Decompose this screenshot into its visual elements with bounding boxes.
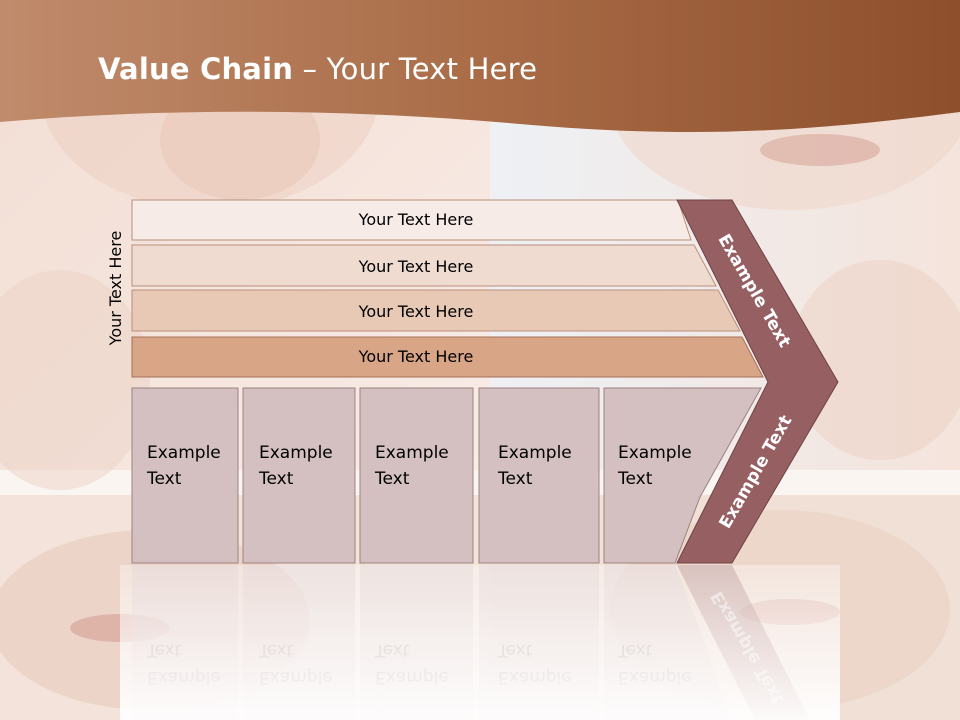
chevron: Example Text Example Text bbox=[676, 199, 839, 564]
box-4-shape bbox=[478, 387, 600, 564]
box-3-shape bbox=[359, 387, 474, 564]
box-4: Example Text bbox=[478, 387, 600, 564]
row-4-label: Your Text Here bbox=[358, 347, 474, 366]
svg-text:Text: Text bbox=[617, 469, 653, 489]
box-5: Example Text bbox=[603, 387, 762, 564]
box-5-line1: Example bbox=[618, 443, 692, 463]
box-3-line2: Text bbox=[374, 469, 410, 489]
box-2-shape bbox=[242, 387, 356, 564]
box-4-line2: Text bbox=[497, 469, 533, 489]
box-1-shape bbox=[131, 387, 239, 564]
svg-text:Example: Example bbox=[498, 443, 572, 463]
svg-text:Text: Text bbox=[374, 469, 410, 489]
svg-text:Example: Example bbox=[618, 443, 692, 463]
row-2-shape bbox=[131, 244, 717, 287]
row-4: Your Text Here bbox=[131, 336, 764, 378]
slide-title: Value Chain – Your Text Here bbox=[98, 52, 537, 86]
svg-text:Text: Text bbox=[258, 469, 294, 489]
box-1-line1: Example bbox=[147, 443, 221, 463]
title-bold: Value Chain bbox=[98, 52, 294, 86]
box-4-line1: Example bbox=[498, 443, 572, 463]
row-4-shape bbox=[131, 336, 764, 378]
row-2-label: Your Text Here bbox=[358, 257, 474, 276]
row-1-shape bbox=[131, 199, 692, 241]
svg-text:Text: Text bbox=[497, 469, 533, 489]
title-rest: – Your Text Here bbox=[293, 52, 538, 86]
box-2-line2: Text bbox=[258, 469, 294, 489]
row-2: Your Text Here bbox=[131, 244, 717, 287]
row-3-shape bbox=[131, 289, 741, 332]
box-1-line2: Text bbox=[146, 469, 182, 489]
box-5-shape bbox=[603, 387, 762, 564]
svg-text:Text: Text bbox=[146, 469, 182, 489]
box-1: Example Text bbox=[131, 387, 239, 564]
box-5-line2: Text bbox=[617, 469, 653, 489]
svg-text:Example: Example bbox=[259, 443, 333, 463]
svg-text:Example: Example bbox=[375, 443, 449, 463]
box-2: Example Text bbox=[242, 387, 356, 564]
row-3: Your Text Here bbox=[131, 289, 741, 332]
row-1-label: Your Text Here bbox=[358, 210, 474, 229]
box-3-line1: Example bbox=[375, 443, 449, 463]
row-1: Your Text Here bbox=[131, 199, 692, 241]
box-2-line1: Example bbox=[259, 443, 333, 463]
row-3-label: Your Text Here bbox=[358, 302, 474, 321]
box-3: Example Text bbox=[359, 387, 474, 564]
chevron-shape bbox=[676, 199, 839, 564]
svg-text:Example: Example bbox=[147, 443, 221, 463]
